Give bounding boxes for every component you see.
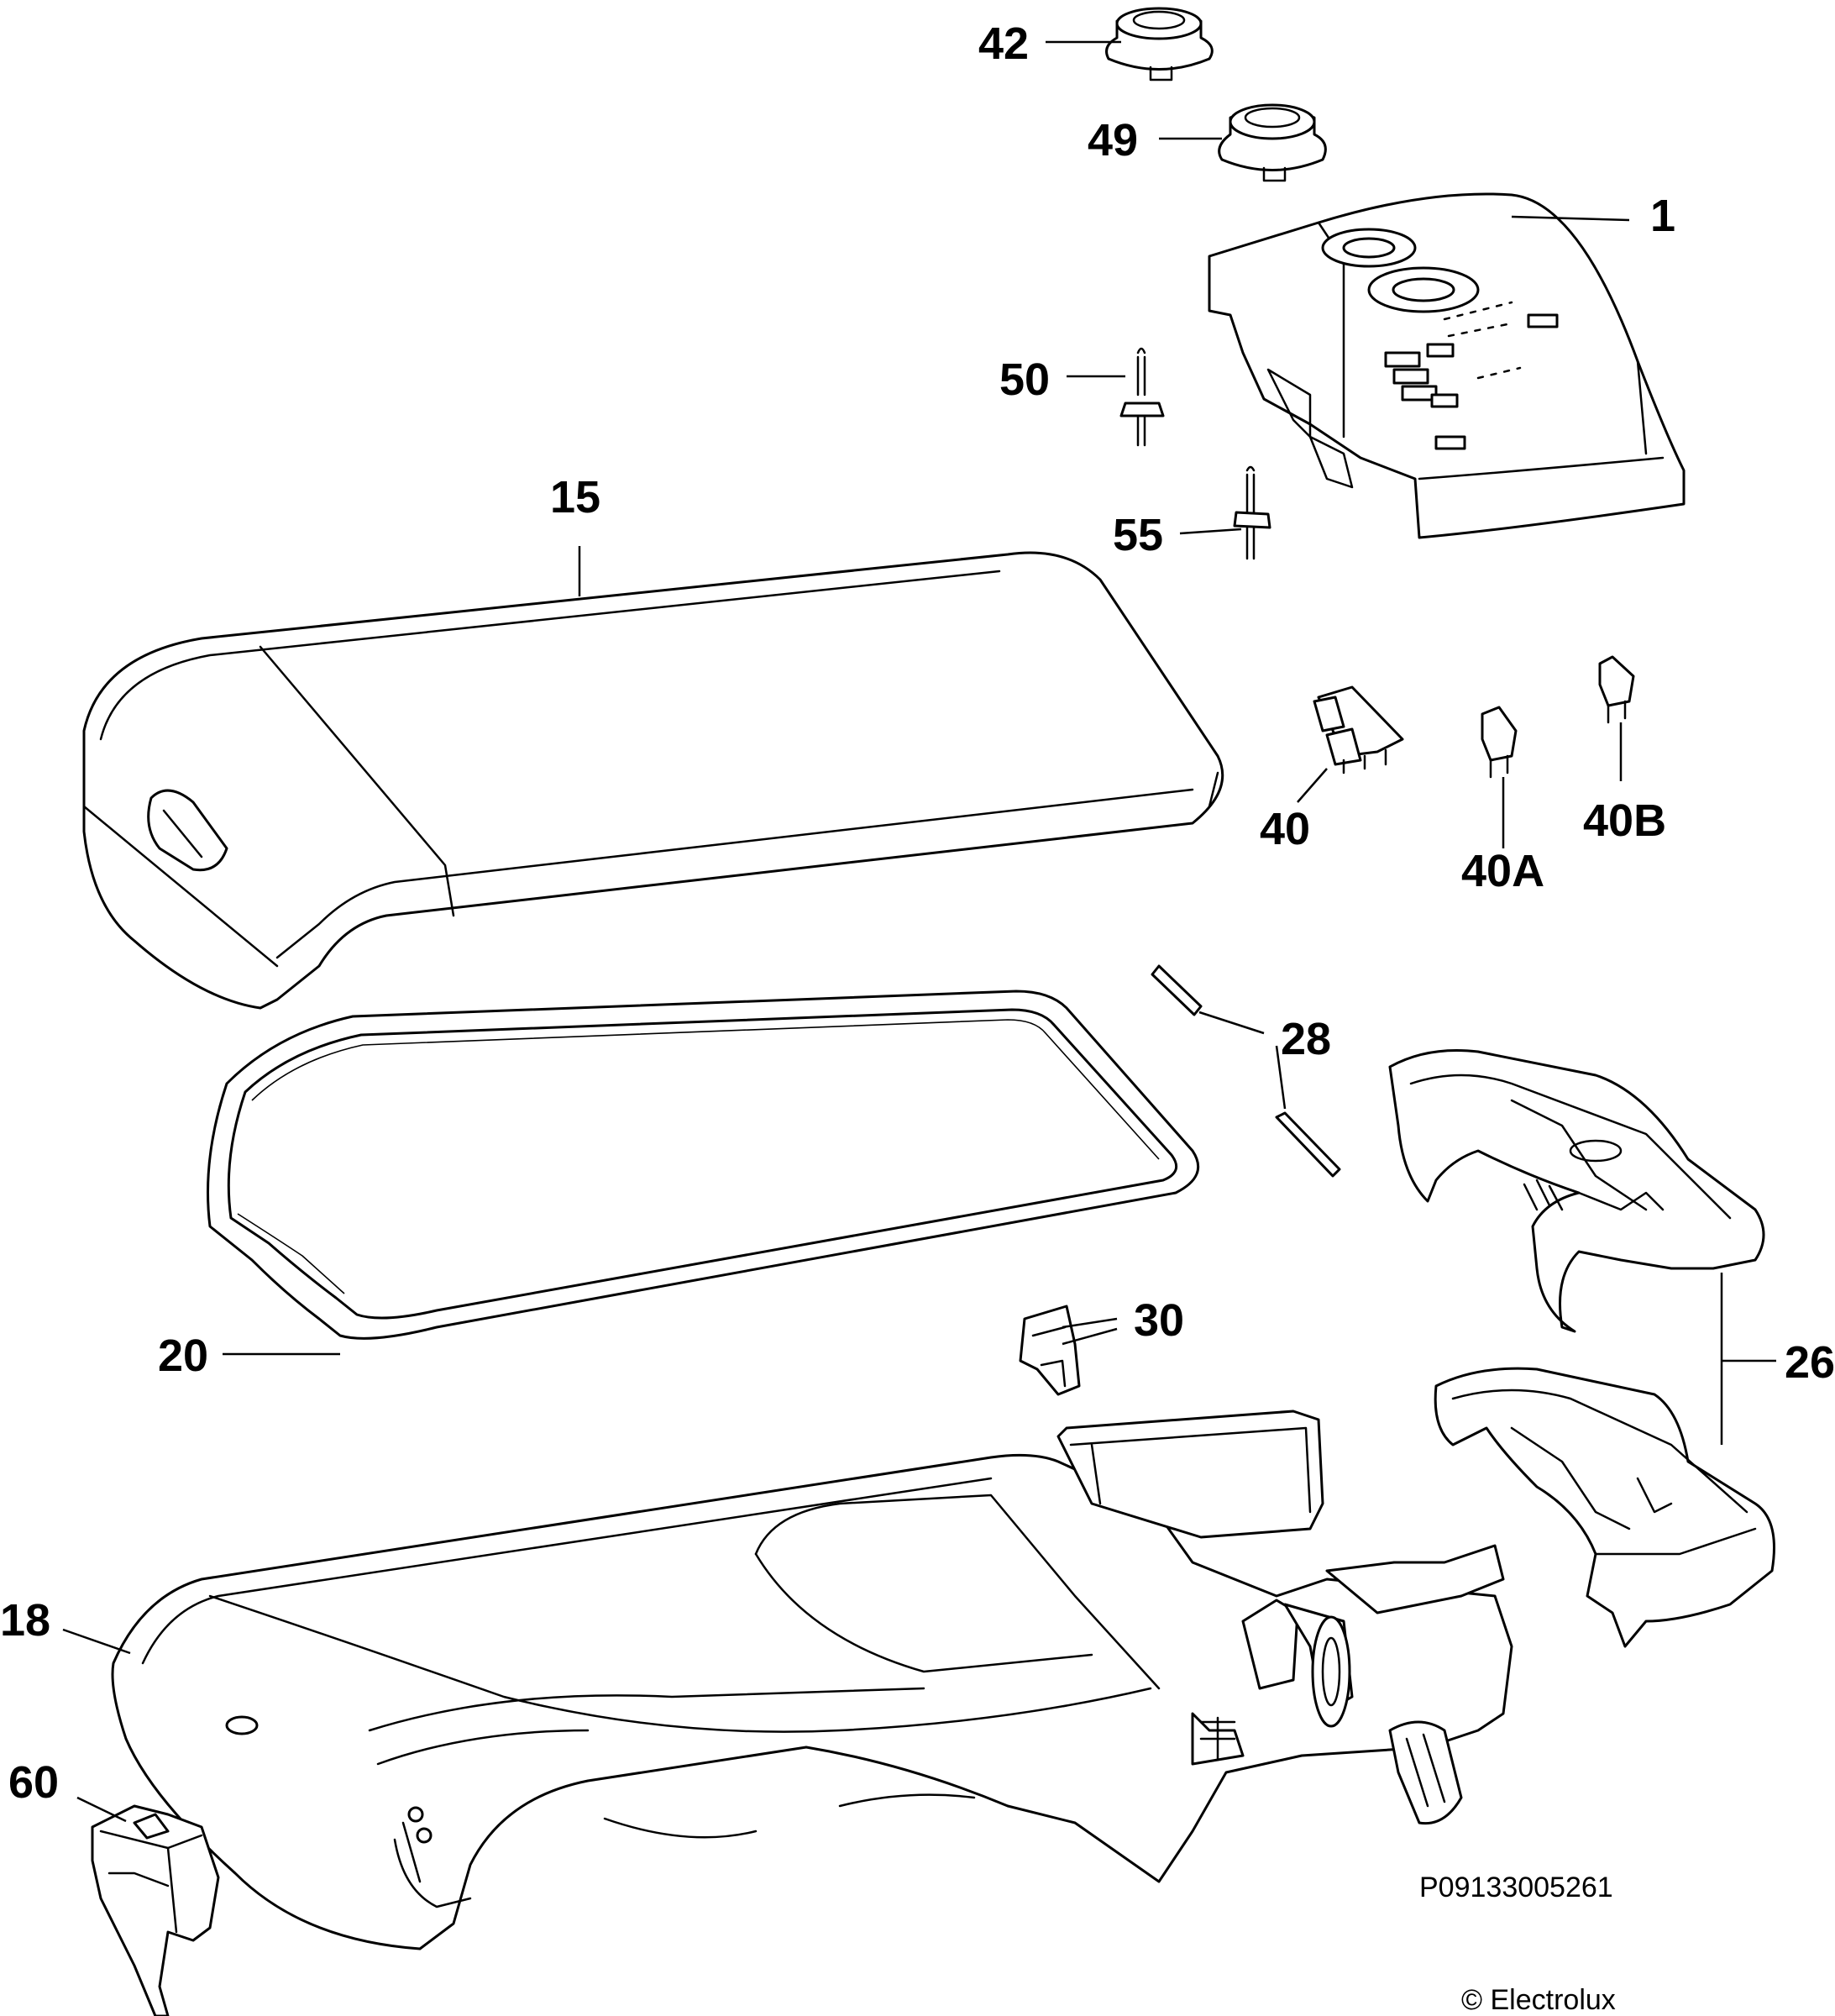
part-40a-button: [1481, 706, 1518, 779]
leader-30a: [1062, 1317, 1118, 1329]
copyright-label: © Electrolux: [1461, 1984, 1616, 2016]
part-26-handle-lower: [1434, 1367, 1775, 1648]
callout-50: 50: [999, 354, 1050, 405]
part-15-lid: [82, 551, 1224, 1010]
part-40b-button: [1598, 655, 1635, 724]
callout-49: 49: [1088, 115, 1138, 165]
leader-28b: [1275, 1045, 1287, 1110]
part-28-hinge-pins: [1151, 964, 1341, 1178]
leader-60: [76, 1796, 127, 1823]
part-code-label: P09133005261: [1419, 1872, 1613, 1903]
part-20-gasket: [207, 990, 1200, 1340]
callout-55: 55: [1113, 510, 1163, 560]
callout-60: 60: [8, 1757, 59, 1808]
part-26-handle-upper: [1388, 1049, 1765, 1333]
part-1-control-panel: [1208, 192, 1686, 539]
callout-20: 20: [158, 1331, 208, 1381]
part-50-pin: [1119, 347, 1165, 447]
part-30-clip: [1019, 1305, 1081, 1396]
part-40-button-set: [1313, 685, 1404, 774]
part-55-pin: [1233, 465, 1271, 560]
callout-15: 15: [550, 472, 600, 522]
leader-18: [62, 1628, 131, 1655]
leader-30b: [1062, 1327, 1118, 1346]
leader-55: [1179, 528, 1242, 535]
part-42-knob: [1105, 7, 1214, 81]
part-49-knob: [1218, 103, 1327, 182]
callout-40b: 40B: [1583, 795, 1666, 846]
leader-1: [1511, 215, 1630, 222]
callout-42: 42: [978, 18, 1029, 69]
leader-40: [1297, 768, 1328, 803]
part-60-lock: [91, 1804, 220, 2016]
callout-1: 1: [1650, 191, 1675, 241]
part-18-top-frame: [111, 1410, 1513, 1950]
callout-30: 30: [1134, 1295, 1184, 1346]
callout-40a: 40A: [1461, 846, 1544, 896]
callout-26: 26: [1785, 1337, 1835, 1388]
callout-28: 28: [1281, 1014, 1331, 1064]
callout-40: 40: [1260, 804, 1310, 854]
callout-18: 18: [0, 1595, 50, 1646]
leader-28a: [1198, 1011, 1265, 1035]
